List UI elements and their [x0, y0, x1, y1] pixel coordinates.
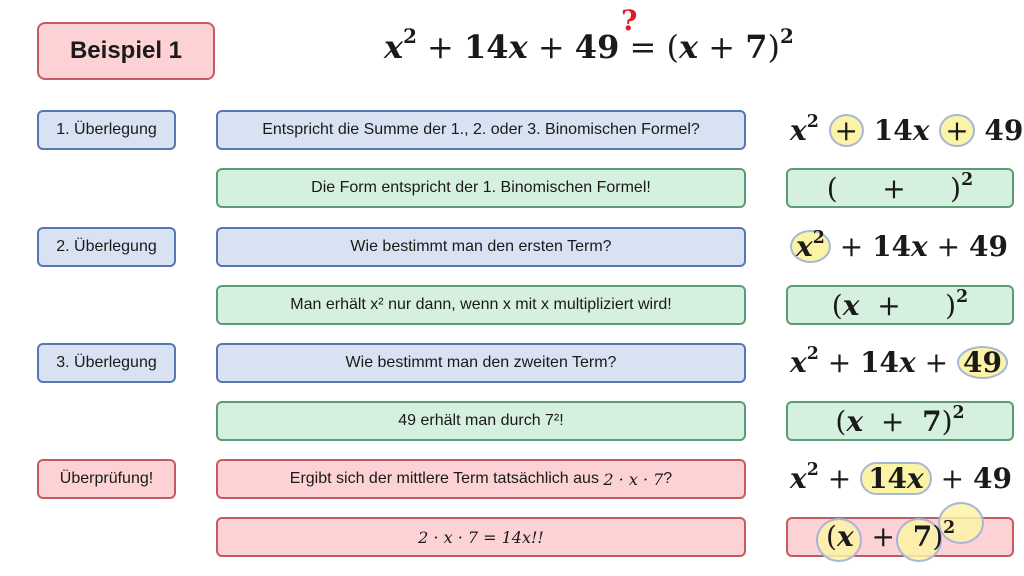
highlight-circle-exponent [938, 502, 984, 544]
highlight-plus-1: + [828, 114, 865, 148]
label-check[interactable]: Überprüfung! [37, 459, 176, 499]
result-row-6: (x + 7)2 [786, 401, 1014, 441]
highlight-14x: 14x [860, 462, 932, 496]
label-step-2[interactable]: 2. Überlegung [37, 227, 176, 267]
highlight-49: 49 [957, 346, 1008, 380]
expr-row-7: x2 + 14x + 49 [790, 459, 1012, 496]
expr-row-8: (x + 7)2 [826, 517, 956, 553]
expr-row-5: x2 + 14x + 49 [790, 345, 1008, 380]
main-equation: x2 + 14x + 49 = (x + 7)2 [384, 24, 794, 66]
example-title: Beispiel 1 [37, 22, 215, 80]
highlight-circle-x [816, 518, 862, 562]
question-step-3[interactable]: Wie bestimmt man den zweiten Term? [216, 343, 746, 383]
label-step-3[interactable]: 3. Überlegung [37, 343, 176, 383]
question-step-1[interactable]: Entspricht die Summe der 1., 2. oder 3. … [216, 110, 746, 150]
result-row-2: ( + )2 [786, 168, 1014, 208]
highlight-x-squared: x2 [790, 229, 831, 264]
expr-row-3: x2 + 14x + 49 [790, 229, 1008, 264]
highlight-circle-7 [896, 518, 942, 562]
highlight-plus-2: + [939, 114, 975, 148]
expr-row-1: x2 + 14x + 49 [790, 111, 1024, 148]
result-row-4: (x + )2 [786, 285, 1014, 325]
question-mark: ? [621, 4, 638, 37]
answer-step-1[interactable]: Die Form entspricht der 1. Binomischen F… [216, 168, 746, 208]
question-step-2[interactable]: Wie bestimmt man den ersten Term? [216, 227, 746, 267]
answer-step-3[interactable]: 49 erhält man durch 7²! [216, 401, 746, 441]
label-step-1[interactable]: 1. Überlegung [37, 110, 176, 150]
question-check[interactable]: Ergibt sich der mittlere Term tatsächlic… [216, 459, 746, 499]
answer-step-2[interactable]: Man erhält x² nur dann, wenn x mit x mul… [216, 285, 746, 325]
answer-check[interactable]: 2 · x · 7 = 14x!! [216, 517, 746, 557]
